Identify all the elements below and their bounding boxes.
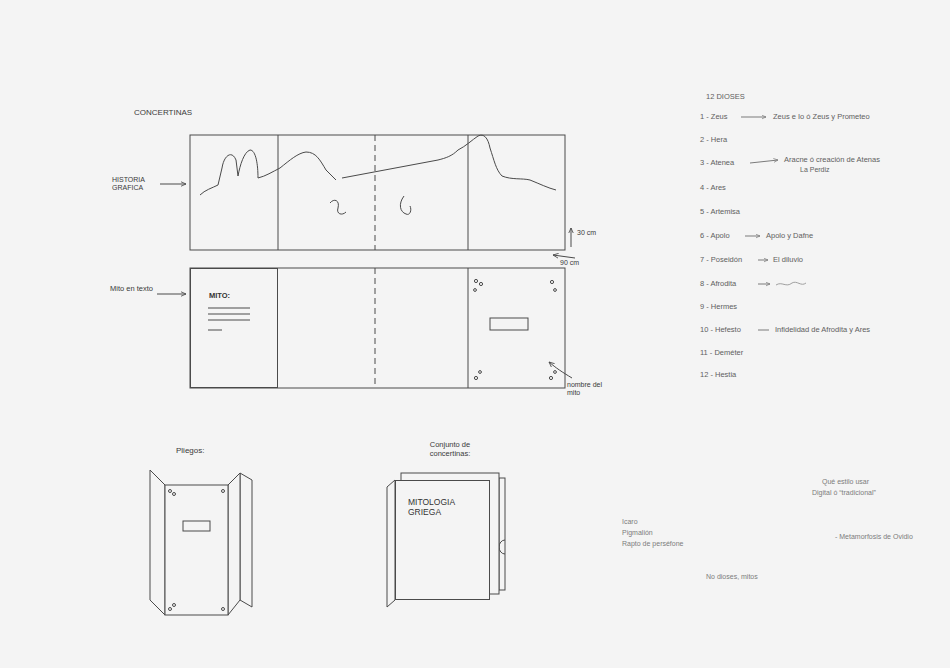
book-spine: [387, 480, 395, 607]
part-label: Conjunto de concertinas:: [418, 440, 482, 458]
side-note: Icaro: [622, 518, 638, 526]
list-item: 6 - Apolo: [700, 231, 730, 240]
concertina-strip: [190, 135, 565, 250]
myth-note: Zeus e Io ó Zeus y Prometeo: [773, 112, 870, 121]
list-arrow: [758, 260, 768, 261]
strip-frame: [190, 268, 565, 388]
corner-ornament: [173, 604, 176, 607]
corner-ornament: [479, 371, 482, 374]
list-item: 5 - Artemisa: [700, 207, 740, 216]
landscape-sketch: [200, 150, 336, 195]
fold-line: [468, 268, 469, 388]
list-arrow: [758, 284, 770, 285]
side-note: Digital ó “tradicional”: [812, 489, 876, 497]
side-note: Rapto de perséfone: [622, 540, 684, 548]
fold-line-dashed: [375, 135, 376, 250]
page-fold: [150, 470, 165, 615]
corner-ornament: [474, 289, 477, 292]
text-line: [208, 320, 250, 321]
list-arrow: [750, 160, 778, 163]
book-cover: MITOLOGIA GRIEGA: [395, 480, 490, 600]
dimension-arrow: [553, 255, 575, 258]
corner-ornament: [549, 376, 552, 379]
corner-ornament: [550, 280, 553, 283]
list-heading: 12 DIOSES: [706, 92, 745, 101]
node-text: MITOLOGIA GRIEGA: [408, 497, 470, 517]
dimension-arrow: [571, 228, 572, 247]
text-line: [208, 330, 222, 331]
landscape-sketch: [438, 135, 556, 190]
leader-arrow: [160, 184, 186, 185]
list-arrow: [745, 236, 760, 237]
landscape-sketch: [342, 160, 438, 178]
leader-arrow: [549, 362, 572, 378]
part-label: Pliegos:: [176, 446, 204, 456]
corner-ornament: [479, 282, 482, 285]
thumb-notch: [499, 540, 505, 554]
list-item: 10 - Hefesto: [700, 325, 741, 334]
myth-note: Infidelidad de Afrodita y Ares: [775, 325, 870, 334]
list-item: 3 - Atenea: [700, 158, 734, 167]
myth-note: Apolo y Dafne: [766, 231, 813, 240]
list-arrow: [741, 117, 766, 118]
side-note: No dioses, mitos: [706, 573, 758, 581]
strip-frame: [190, 135, 565, 250]
figure-sketch: [400, 196, 410, 214]
list-item: 9 - Hermes: [700, 302, 737, 311]
corner-ornament: [173, 493, 176, 496]
list-item: 12 - Hestia: [700, 370, 736, 379]
corner-ornament: [474, 279, 477, 282]
corner-ornament: [222, 608, 225, 611]
corner-ornament: [554, 289, 557, 292]
sheet-heading: CONCERTINAS: [134, 108, 192, 118]
concertina-strip: [190, 268, 565, 388]
text-line: [208, 308, 250, 309]
corner-ornament: [169, 490, 172, 493]
list-item: 7 - Poseidón: [700, 255, 742, 264]
corner-ornament: [554, 371, 557, 374]
dimension: 90 cm: [560, 259, 579, 267]
myth-note: Aracne ó creación de Atenas: [784, 155, 880, 164]
fold-line-dashed: [375, 268, 376, 388]
folded-pages: [150, 470, 252, 615]
figure-sketch: [330, 200, 346, 214]
list-item: 8 - Afrodita: [700, 279, 736, 288]
list-item: 11 - Deméter: [700, 348, 743, 357]
dimension: 30 cm: [577, 229, 596, 237]
part-label: Mito en texto: [110, 284, 156, 293]
list-arrows: [741, 117, 806, 330]
side-note: Pigmalión: [622, 529, 653, 537]
corner-ornament: [474, 376, 477, 379]
page-front: [165, 485, 228, 615]
node-text: MITO:: [209, 291, 259, 300]
myth-note: El diluvio: [773, 255, 803, 264]
title-box: [183, 521, 210, 531]
fold-line: [468, 135, 469, 250]
corner-ornament: [169, 608, 172, 611]
list-item: 4 - Ares: [700, 183, 726, 192]
myth-note: La Perdiz: [800, 166, 830, 174]
side-note: - Metamorfosis de Ovidio: [835, 533, 913, 541]
corner-ornament: [222, 490, 225, 493]
side-note: Qué estilo usar: [822, 478, 869, 486]
list-item: 2 - Hera: [700, 135, 727, 144]
part-label: nombre del mito: [567, 381, 611, 398]
page-fold: [228, 473, 240, 615]
list-dash: [758, 330, 769, 331]
part-label: HISTORIA GRAFICA: [112, 176, 158, 193]
leader-arrow: [157, 294, 186, 295]
title-box: [490, 318, 528, 330]
fold-line: [278, 135, 279, 250]
inner-pages: [499, 478, 505, 590]
crossed-out-scribble: [776, 282, 806, 285]
concertina-panel: MITO:: [190, 268, 278, 388]
text-line: [208, 314, 250, 315]
list-item: 1 - Zeus: [700, 112, 728, 121]
page-fold: [240, 473, 252, 607]
book-box: [387, 473, 505, 607]
